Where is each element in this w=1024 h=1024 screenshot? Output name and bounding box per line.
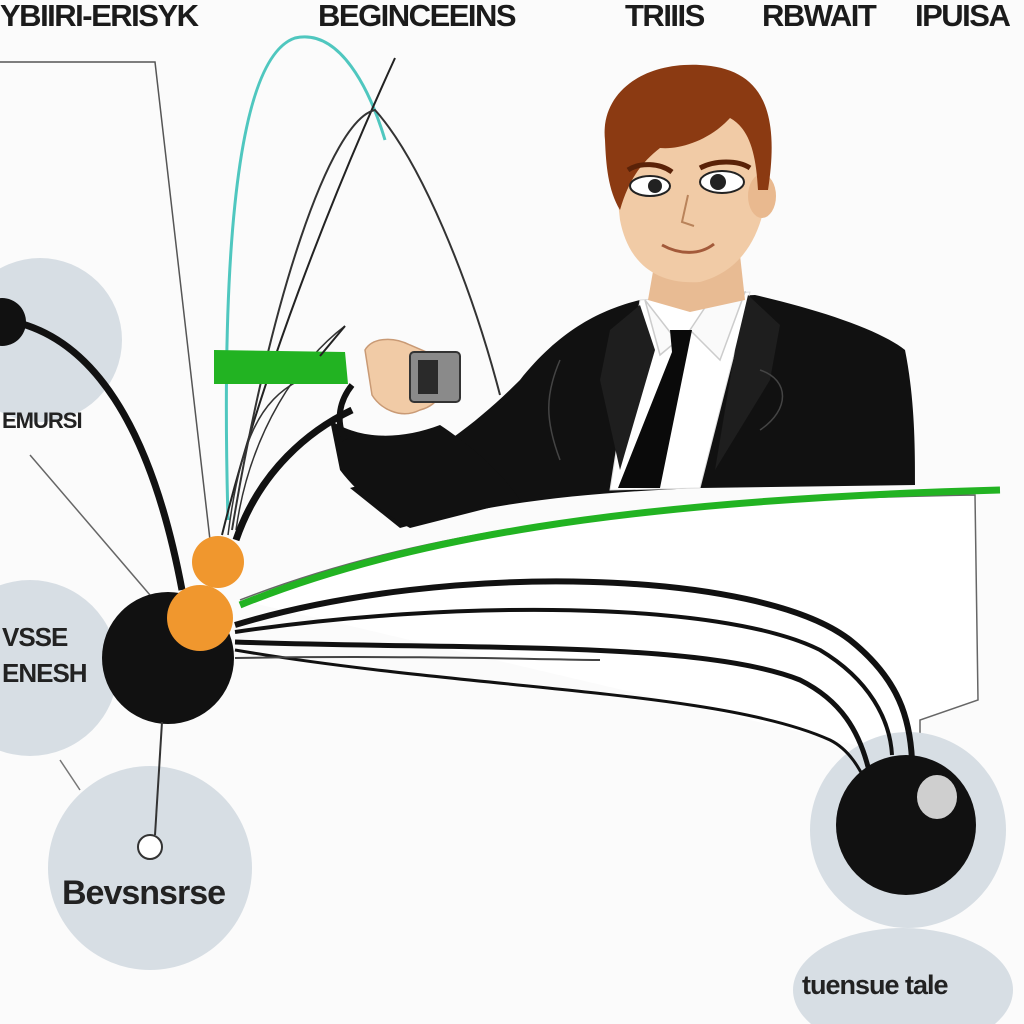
frame-line-top-left [0, 61, 211, 541]
hub-pin-circle [137, 834, 163, 860]
right-eyebrow [698, 159, 752, 171]
cable-right-4 [234, 648, 867, 781]
left-mid-node-label-line2: ENESH [2, 658, 88, 688]
desk-panel [239, 494, 979, 760]
right-pupil [710, 174, 726, 190]
nose [680, 194, 695, 227]
left-eyebrow [626, 162, 674, 175]
title-part-1: YBIIRI-ERISYK [0, 0, 199, 33]
orange-node-top [192, 536, 244, 588]
bottom-left-bubble [48, 766, 252, 970]
title-part-2: BEGINCEEINS [318, 0, 517, 33]
cable-left-top [14, 318, 186, 591]
mic-cord [336, 383, 355, 442]
thin-arc-2 [231, 108, 501, 531]
mouth [661, 242, 715, 254]
title-part-3: TRIIIS [625, 0, 705, 33]
microphone-grille [418, 360, 438, 394]
right-sphere-highlight [917, 775, 957, 819]
frame-line-diagonal [29, 454, 151, 596]
jacket-fold-2 [548, 359, 561, 461]
mic-antenna [319, 325, 346, 357]
green-handle [214, 350, 348, 384]
suit-left-arm [330, 420, 520, 528]
left-pupil [648, 179, 662, 193]
cable-right-5 [234, 656, 601, 661]
right-lapel [715, 295, 780, 470]
bottom-right-node-label: tuensue tale [802, 970, 949, 1000]
hub-pin-line [154, 721, 163, 836]
left-lapel [600, 305, 655, 470]
jacket-fold-1 [759, 369, 784, 431]
thin-arc-3 [235, 325, 346, 531]
left-edge-node [0, 298, 26, 346]
ear [748, 174, 776, 218]
bottom-right-lower-bubble [793, 928, 1013, 1024]
orange-node-bottom [167, 585, 233, 651]
cable-right-2 [234, 607, 894, 756]
necktie [618, 330, 692, 488]
title-part-4: RBWAIT [762, 0, 877, 33]
bottom-left-node-label: Bevsnsrse [62, 874, 226, 912]
green-desk-stroke [238, 486, 1001, 609]
frame-line-lower [59, 759, 81, 791]
left-top-node-label: EMURSI [2, 408, 83, 433]
page-title: YBIIRI-ERISYK BEGINCEEINS TRIIIS RBWAIT … [0, 0, 1024, 36]
cable-right-3 [234, 639, 873, 776]
hair [604, 64, 772, 210]
cable-right-1 [234, 578, 915, 761]
thin-arc-4 [227, 379, 301, 536]
left-mid-bubble [0, 580, 118, 756]
right-sphere-node [836, 755, 976, 895]
left-mid-node-label-line1: VSSE [2, 622, 68, 652]
title-part-5: IPUISA [915, 0, 1011, 33]
